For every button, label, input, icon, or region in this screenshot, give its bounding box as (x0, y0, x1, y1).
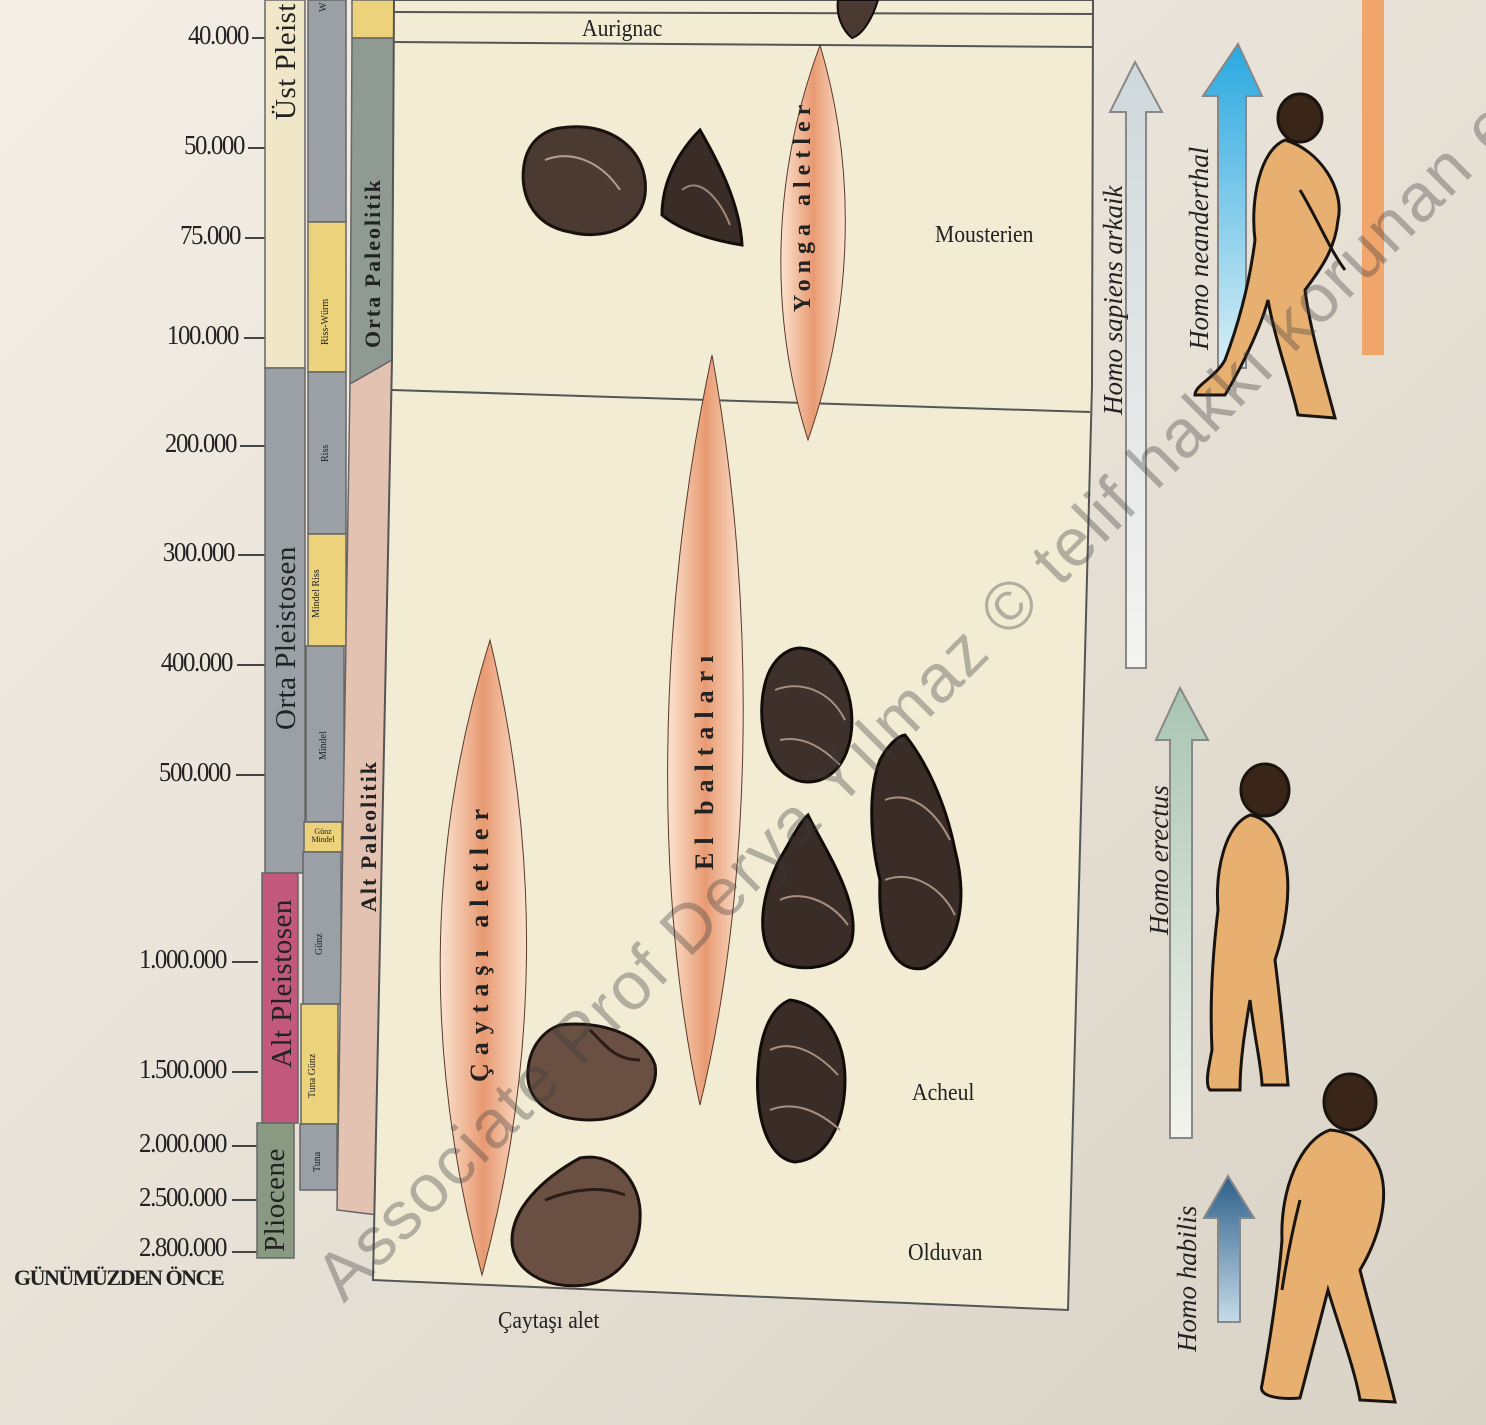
tick-label: 200.000 (52, 428, 236, 459)
tick-label: 75.000 (56, 220, 240, 251)
tool-label-el-baltalari: El baltaları (690, 648, 720, 870)
tick-label: 100.000 (54, 320, 238, 351)
species-label-homo-neanderthal: Homo neanderthal (1184, 147, 1215, 350)
species-label-homo-erectus: Homo erectus (1144, 785, 1175, 935)
tick-label: 2.800.000 (42, 1232, 226, 1263)
culture-label-aurignac: Aurignac (582, 16, 662, 43)
tick-label: 2.500.000 (42, 1182, 226, 1213)
species-label-homo-habilis: Homo habilis (1172, 1206, 1203, 1352)
tick-label: 2.000.000 (42, 1128, 226, 1159)
glacial-label-tuna: Tuna (312, 1152, 323, 1172)
culture-label-mousterien: Mousterien (935, 222, 1033, 249)
epoch-label-alt-pleistosen: Alt Pleistosen (266, 899, 299, 1068)
glacial-label-mindel-riss: Mindel Riss (312, 558, 322, 618)
glacial-label-gunz-mindel: Günz Mindel (304, 828, 342, 844)
period-label-alt-paleolitik: Alt Paleolitik (356, 760, 382, 912)
glacial-label-gunz: Günz (314, 933, 325, 955)
glacial-label-mindel: Mindel (318, 731, 329, 760)
epoch-label-ust-pleistosen: Üst Pleist (270, 3, 303, 120)
tick-label: 300.000 (50, 537, 234, 568)
culture-label-olduvan: Olduvan (908, 1240, 982, 1267)
culture-label-acheul: Acheul (912, 1080, 974, 1107)
tool-label-yonga: Yonga aletler (790, 99, 817, 312)
glacial-label-tuna-gunz: Tuna Günz (308, 1048, 318, 1098)
tick-label: 1.500.000 (42, 1054, 226, 1085)
epoch-label-orta-pleistosen: Orta Pleistosen (270, 546, 303, 730)
glacial-label-riss: Riss (320, 445, 331, 462)
axis-bottom-label: GÜNÜMÜZDEN ÖNCE (14, 1265, 223, 1291)
tick-label: 40.000 (64, 20, 248, 51)
species-label-homo-sapiens-arkaik: Homo sapiens arkaik (1098, 186, 1129, 415)
tool-caption: Çaytaşı alet (498, 1308, 599, 1335)
tick-label: 1.000.000 (42, 944, 226, 975)
tool-label-caytasi: Çaytaşı aletler (465, 801, 495, 1082)
glacial-label-riss-wurm: Riss-Würm (320, 299, 331, 345)
period-label-orta-paleolitik: Orta Paleolitik (360, 178, 386, 348)
glacial-label-w: W (318, 3, 329, 12)
epoch-label-pliocene: Pliocene (259, 1148, 292, 1252)
tick-label: 400.000 (48, 647, 232, 678)
tick-label: 50.000 (60, 130, 244, 161)
tick-label: 500.000 (46, 757, 230, 788)
